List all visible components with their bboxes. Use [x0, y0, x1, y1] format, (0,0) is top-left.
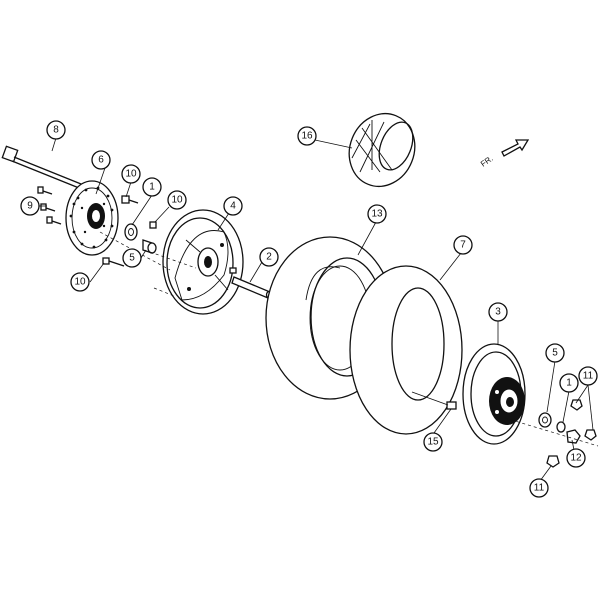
callout-5-right: 5 — [545, 343, 565, 363]
callout-10-low: 10 — [70, 272, 90, 292]
bolt-mid — [149, 221, 157, 229]
callout-10-top: 10 — [121, 164, 141, 184]
svg-text:3: 3 — [495, 307, 501, 318]
callout-2: 2 — [259, 247, 279, 267]
svg-text:13: 13 — [371, 209, 383, 220]
callout-1-right: 1 — [559, 373, 579, 393]
brake-disc — [65, 180, 119, 256]
svg-text:11: 11 — [534, 483, 545, 494]
bearing-left — [124, 223, 138, 241]
callout-5-left: 5 — [122, 248, 142, 268]
svg-text:12: 12 — [570, 453, 582, 464]
spare-tire — [348, 113, 416, 187]
leader-lines — [39, 137, 594, 482]
nut-lower — [546, 455, 560, 468]
callout-1-left: 1 — [142, 177, 162, 197]
svg-text:4: 4 — [230, 201, 236, 212]
callout-4: 4 — [223, 196, 243, 216]
assembly-line-a — [99, 231, 171, 271]
nut-right-top — [570, 399, 583, 411]
tube-valve — [411, 391, 457, 410]
callout-10-mid: 10 — [167, 190, 187, 210]
brake-hub — [162, 209, 244, 315]
rim-right — [462, 343, 526, 445]
inner-tube — [349, 265, 463, 435]
svg-text:6: 6 — [98, 155, 104, 166]
bearing-right — [556, 421, 566, 433]
callout-3: 3 — [488, 302, 508, 322]
svg-text:16: 16 — [301, 131, 313, 142]
callout-13: 13 — [367, 204, 387, 224]
svg-text:7: 7 — [460, 240, 466, 251]
svg-text:9: 9 — [27, 201, 33, 212]
svg-text:2: 2 — [266, 252, 272, 263]
callout-7: 7 — [453, 235, 473, 255]
bolt-upper — [121, 195, 139, 204]
callout-16: 16 — [297, 126, 317, 146]
svg-text:10: 10 — [125, 169, 137, 180]
callout-12: 12 — [566, 448, 586, 468]
callout-15: 15 — [423, 432, 443, 452]
svg-text:10: 10 — [171, 195, 183, 206]
svg-text:5: 5 — [552, 348, 558, 359]
svg-text:1: 1 — [149, 182, 155, 193]
front-direction-label: FR. — [479, 154, 495, 169]
bolt-lower-left — [102, 257, 125, 267]
callout-11-low: 11 — [529, 478, 549, 498]
callout-9: 9 — [20, 196, 40, 216]
disc-bolts — [37, 186, 62, 225]
assembly-line-d — [504, 417, 599, 447]
svg-text:10: 10 — [74, 277, 86, 288]
nut-right-far — [584, 429, 597, 441]
svg-text:5: 5 — [129, 253, 135, 264]
nut-right-main — [566, 429, 581, 444]
assembly-line-b — [149, 251, 197, 269]
svg-text:15: 15 — [427, 437, 439, 448]
svg-text:8: 8 — [53, 125, 59, 136]
callout-6: 6 — [91, 150, 111, 170]
front-direction-arrow: FR. — [479, 139, 530, 169]
spacer-right — [538, 412, 552, 428]
callout-8: 8 — [46, 120, 66, 140]
svg-text:11: 11 — [583, 371, 594, 382]
svg-text:1: 1 — [566, 378, 572, 389]
axle-bolt — [1, 145, 87, 191]
callout-11-right: 11 — [578, 366, 598, 386]
